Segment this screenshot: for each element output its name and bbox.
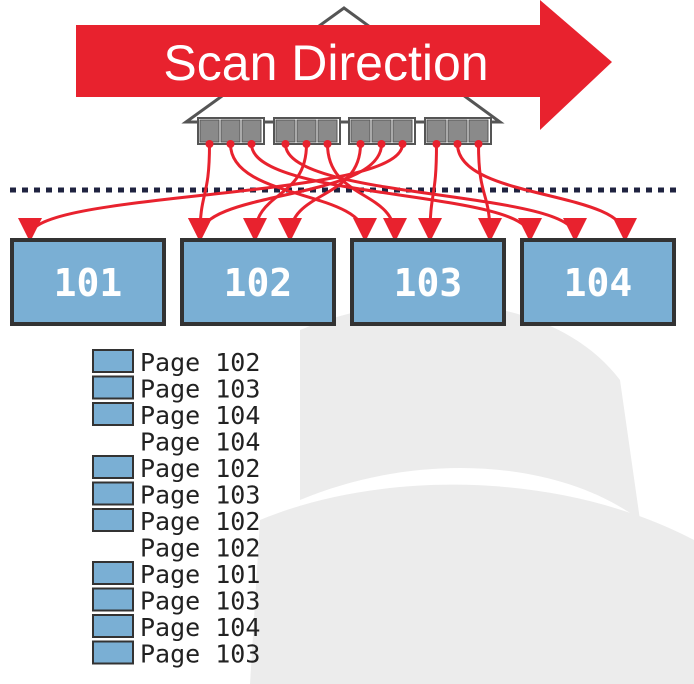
leaf-slot (199, 119, 220, 143)
pointer-arrow (188, 143, 383, 242)
leaf-slot (275, 119, 296, 143)
heap-page: 101 (10, 238, 166, 326)
leaf-node (424, 117, 492, 145)
page-id-label: 104 (564, 261, 633, 305)
leaf-slot (296, 119, 317, 143)
page-id-label: 103 (394, 261, 463, 305)
list-item: Page 104 (92, 613, 260, 642)
list-item: Page 102 (92, 507, 260, 536)
page-marker (92, 402, 134, 426)
pointer-origin (281, 140, 290, 148)
pointer-origin (398, 140, 407, 148)
list-item: Page 101 (92, 560, 260, 589)
leaf-slot (371, 119, 392, 143)
leaf-slot (447, 119, 468, 143)
leaf-node (348, 117, 416, 145)
pointer-origin (302, 140, 311, 148)
page-marker (92, 481, 134, 506)
pointer-origin (474, 140, 483, 148)
scan-direction-arrow (76, 0, 612, 130)
pointer-arrow (278, 143, 362, 242)
list-item: Page 102 (92, 348, 260, 377)
leaf-slot (426, 119, 447, 143)
pointer-arrow (456, 143, 637, 242)
leaf-slot (468, 119, 489, 143)
leaf-node (273, 117, 341, 145)
leaf-slot (317, 119, 338, 143)
pointer-origin (226, 140, 235, 148)
pointer-origin (323, 140, 332, 148)
list-item-label: Page 104 (140, 428, 260, 457)
pointer-arrow (18, 143, 404, 242)
page-id-label: 101 (54, 261, 123, 305)
pointer-origin (453, 140, 462, 148)
list-item-label: Page 103 (140, 587, 260, 616)
leaf-nodes (197, 117, 492, 145)
pointer-arrow (477, 143, 502, 242)
leaf-slot (392, 119, 413, 143)
list-item: Page 104 (140, 428, 260, 457)
heap-page: 104 (520, 238, 676, 326)
pointer-arrow (229, 143, 377, 242)
list-item: Page 104 (92, 401, 260, 430)
list-item-label: Page 102 (140, 348, 260, 377)
leaf-node (197, 117, 265, 145)
scan-direction-label: Scan Direction (163, 35, 488, 91)
page-id-label: 102 (224, 261, 293, 305)
list-item: Page 103 (92, 375, 260, 404)
pointer-origin (205, 140, 214, 148)
pointer-arrow (243, 143, 308, 242)
page-marker (92, 508, 134, 532)
pointer-arrow (418, 143, 443, 242)
list-item-label: Page 104 (140, 401, 260, 430)
pointer-arrow (284, 143, 587, 242)
heap-pages: 101 102 103 104 (10, 238, 676, 326)
heap-page: 103 (350, 238, 506, 326)
list-item-label: Page 103 (140, 375, 260, 404)
heap-page: 102 (180, 238, 336, 326)
pointer-origin (432, 140, 441, 148)
list-item: Page 102 (92, 454, 260, 483)
list-item-label: Page 102 (140, 534, 260, 563)
list-item-label: Page 102 (140, 454, 260, 483)
leaf-slot (220, 119, 241, 143)
page-marker (92, 349, 134, 373)
list-item: Page 103 (92, 481, 260, 510)
leaf-slot (350, 119, 371, 143)
list-item-label: Page 104 (140, 613, 260, 642)
page-marker (92, 455, 134, 479)
pointer-origin (377, 140, 386, 148)
pointer-arrow (326, 143, 407, 242)
list-item-label: Page 101 (140, 560, 260, 589)
pointer-arrow (250, 143, 542, 242)
pointer-origin (356, 140, 365, 148)
list-item-label: Page 103 (140, 481, 260, 510)
list-item: Page 103 (92, 640, 260, 669)
page-marker (92, 640, 134, 665)
page-marker (92, 614, 134, 638)
list-item-label: Page 103 (140, 640, 260, 669)
page-marker (92, 375, 134, 400)
list-item: Page 102 (140, 534, 260, 563)
page-marker (92, 561, 134, 585)
list-item: Page 103 (92, 587, 260, 616)
list-item-label: Page 102 (140, 507, 260, 536)
leaf-slot (241, 119, 262, 143)
background-watermark (250, 302, 694, 684)
page-pointer-arrows (18, 140, 637, 242)
page-marker (92, 587, 134, 612)
pointer-origin (247, 140, 256, 148)
